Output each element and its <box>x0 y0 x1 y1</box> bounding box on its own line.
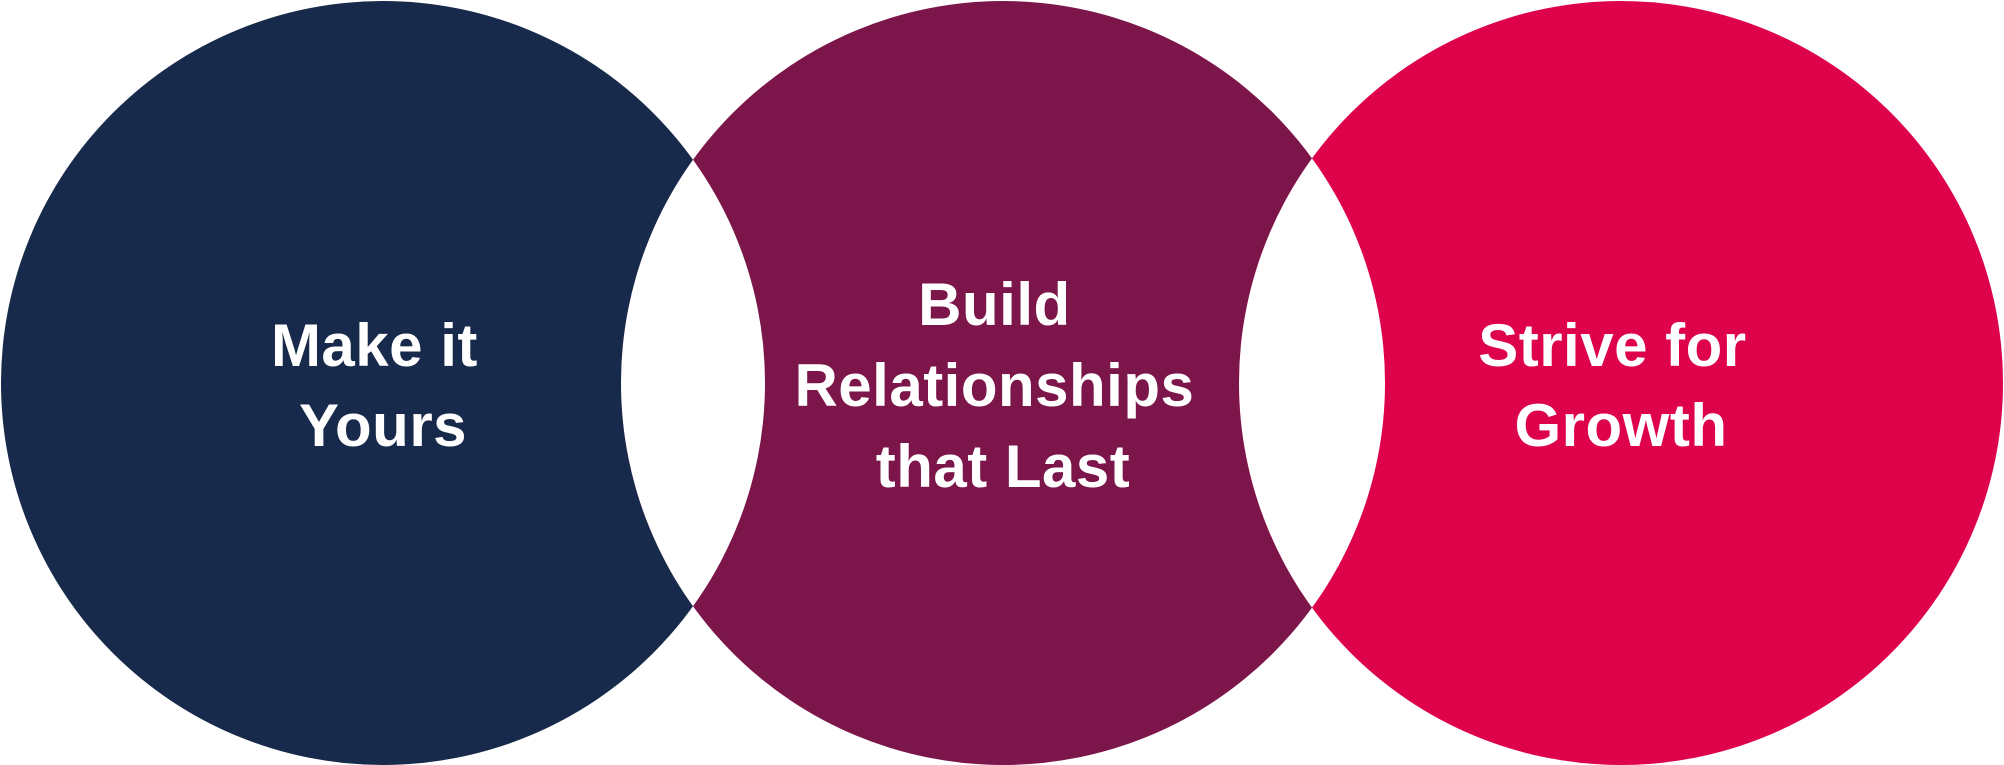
label-strive-for-growth: Strive for Growth <box>1478 312 1764 459</box>
circle-strive-for-growth <box>1239 1 2003 765</box>
circle-make-it-yours <box>1 1 765 765</box>
label-line: Strive for <box>1478 312 1746 379</box>
label-line: Relationships <box>794 352 1194 419</box>
circle-build-relationships <box>621 1 1385 765</box>
label-line: Build <box>918 271 1070 338</box>
label-line: that Last <box>876 433 1131 500</box>
label-line: Make it <box>271 312 478 379</box>
label-build-relationships: Build Relationships that Last <box>794 271 1211 500</box>
label-make-it-yours: Make it Yours <box>271 312 495 459</box>
label-line: Growth <box>1515 392 1728 459</box>
label-line: Yours <box>299 392 467 459</box>
